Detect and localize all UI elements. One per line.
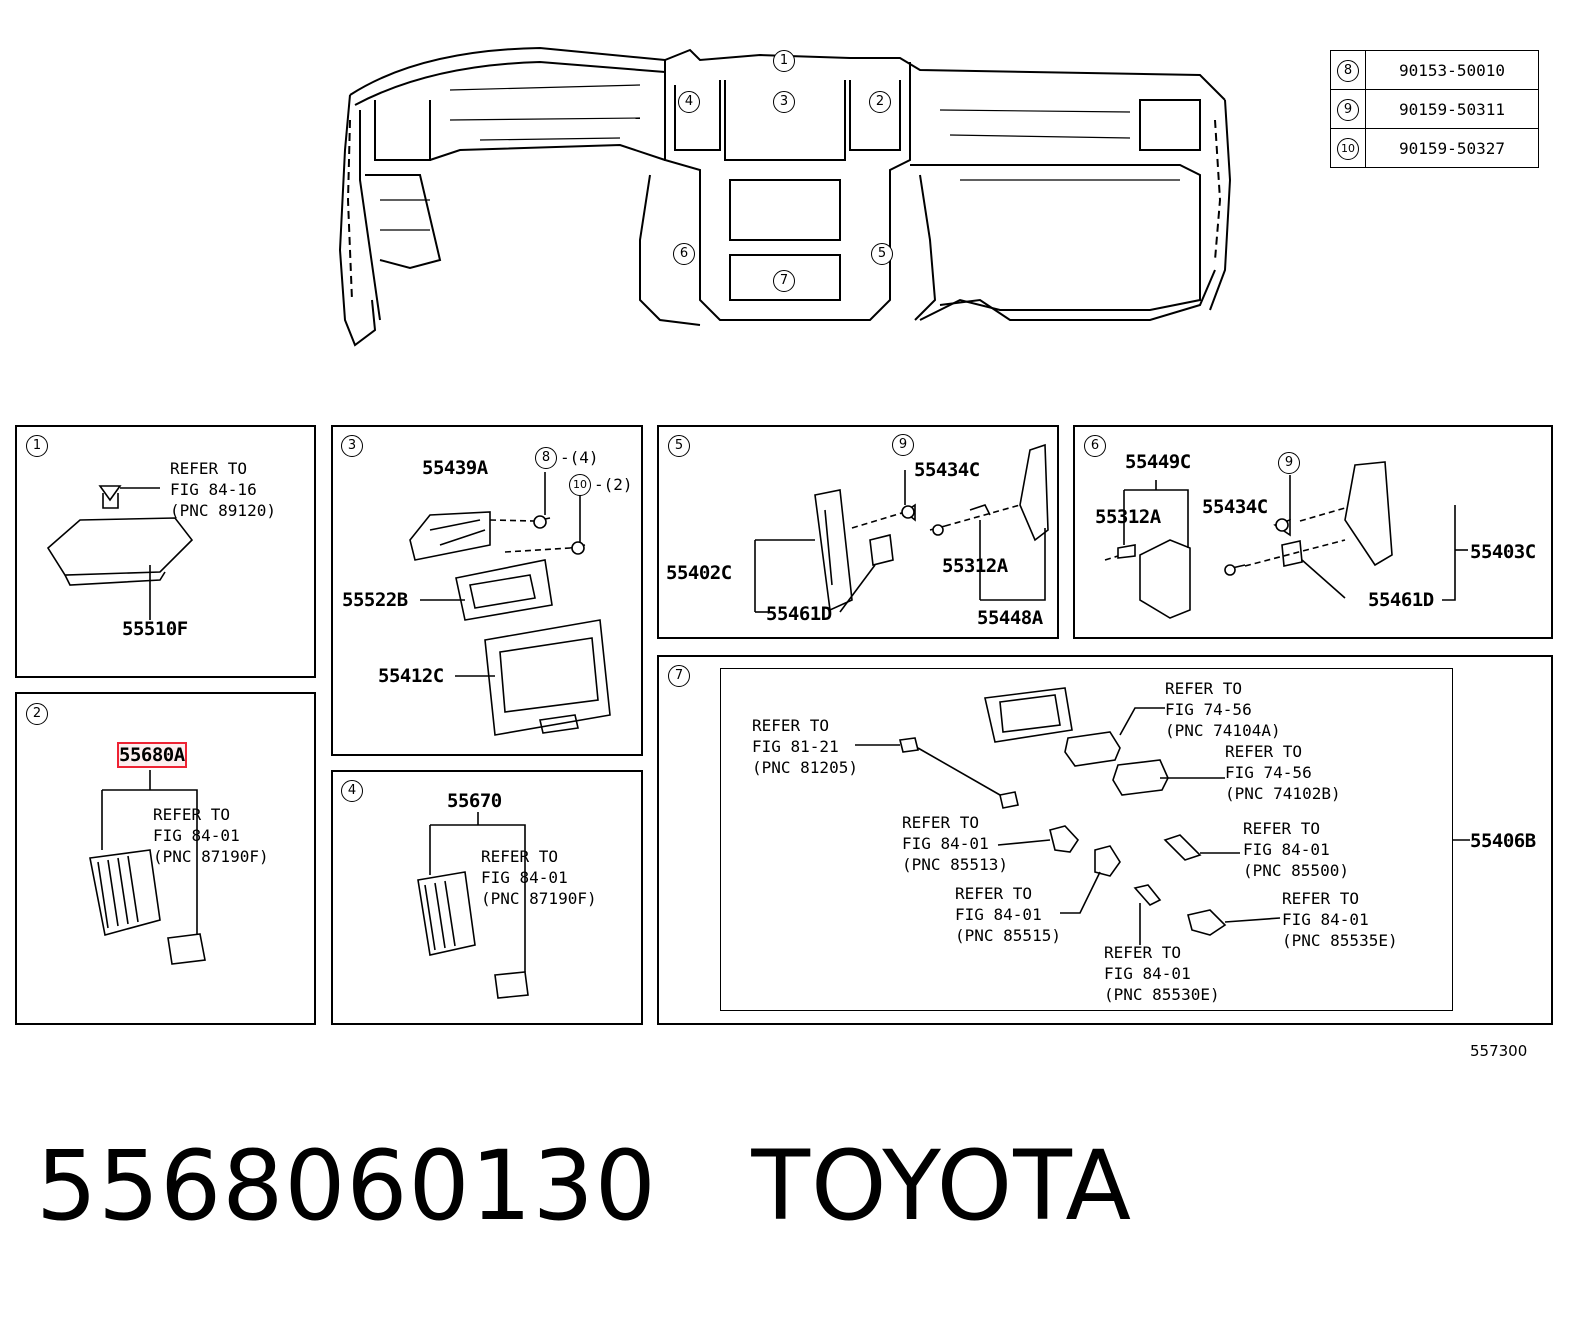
part-55461D[interactable]: 55461D	[766, 603, 832, 625]
reference-pnc-85515[interactable]: REFER TO FIG 84-01 (PNC 85515)	[955, 884, 1061, 945]
fastener-ref-10: 10	[1337, 137, 1359, 160]
panel-4-reference[interactable]: REFER TO FIG 84-01 (PNC 87190F)	[481, 847, 597, 908]
panel-7-inner-box	[720, 668, 1453, 1011]
panel-5-number: 5	[668, 435, 690, 457]
part-55522B[interactable]: 55522B	[342, 589, 408, 611]
part-55312A[interactable]: 55312A	[942, 555, 1008, 577]
panel-1-number: 1	[26, 435, 48, 457]
fastener-part: 90159-50311	[1365, 89, 1539, 129]
part-55439A[interactable]: 55439A	[422, 457, 488, 479]
overview-callout-4[interactable]: 4	[678, 91, 700, 113]
part-55449C[interactable]: 55449C	[1125, 451, 1191, 473]
footer-title: 5568060130 TOYOTA	[36, 1130, 1132, 1242]
part-55680A-highlighted[interactable]: 55680A	[117, 742, 187, 768]
reference-pnc-85535E[interactable]: REFER TO FIG 84-01 (PNC 85535E)	[1282, 889, 1398, 950]
panel-2	[15, 692, 316, 1025]
fastener-10-quantity: -(2)	[594, 475, 633, 494]
fastener-callout-8[interactable]: 8	[535, 447, 557, 469]
part-55412C[interactable]: 55412C	[378, 665, 444, 687]
part-55402C[interactable]: 55402C	[666, 562, 732, 584]
table-row[interactable]: 10 90159-50327	[1330, 128, 1539, 168]
overview-callout-3[interactable]: 3	[773, 91, 795, 113]
fastener-table: 8 90153-50010 9 90159-50311 10 90159-503…	[1330, 50, 1539, 168]
overview-callout-5[interactable]: 5	[871, 243, 893, 265]
panel-7-number: 7	[668, 665, 690, 687]
diagram-id: 557300	[1470, 1042, 1528, 1060]
fastener-ref-8: 8	[1337, 59, 1359, 82]
panel-7	[657, 655, 1553, 1025]
panel-6	[1073, 425, 1553, 639]
part-55448A[interactable]: 55448A	[977, 607, 1043, 629]
reference-pnc-74104A[interactable]: REFER TO FIG 74-56 (PNC 74104A)	[1165, 679, 1281, 740]
fastener-callout-10[interactable]: 10	[569, 474, 591, 496]
panel-4-number: 4	[341, 780, 363, 802]
panel-4	[331, 770, 643, 1025]
part-55434C[interactable]: 55434C	[1202, 496, 1268, 518]
footer-brand: TOYOTA	[751, 1130, 1133, 1242]
overview-callout-1[interactable]: 1	[773, 50, 795, 72]
reference-pnc-74102B[interactable]: REFER TO FIG 74-56 (PNC 74102B)	[1225, 742, 1341, 803]
reference-pnc-85513[interactable]: REFER TO FIG 84-01 (PNC 85513)	[902, 813, 1008, 874]
reference-pnc-85530E[interactable]: REFER TO FIG 84-01 (PNC 85530E)	[1104, 943, 1220, 1004]
part-55510F[interactable]: 55510F	[122, 618, 188, 640]
overview-callout-7[interactable]: 7	[773, 270, 795, 292]
overview-callout-6[interactable]: 6	[673, 243, 695, 265]
footer-part-number: 5568060130	[36, 1130, 657, 1242]
overview-callout-2[interactable]: 2	[869, 91, 891, 113]
panel-2-reference[interactable]: REFER TO FIG 84-01 (PNC 87190F)	[153, 805, 269, 866]
part-55312A[interactable]: 55312A	[1095, 506, 1161, 528]
fastener-part: 90159-50327	[1365, 128, 1539, 168]
part-55670[interactable]: 55670	[447, 790, 502, 812]
panel-3-number: 3	[341, 435, 363, 457]
fastener-part: 90153-50010	[1365, 50, 1539, 90]
panel-3	[331, 425, 643, 756]
panel-5	[657, 425, 1059, 639]
reference-pnc-81205[interactable]: REFER TO FIG 81-21 (PNC 81205)	[752, 716, 858, 777]
part-55461D[interactable]: 55461D	[1368, 589, 1434, 611]
part-55434C[interactable]: 55434C	[914, 459, 980, 481]
panel-2-number: 2	[26, 703, 48, 725]
part-55403C[interactable]: 55403C	[1470, 541, 1536, 563]
panel-1-reference[interactable]: REFER TO FIG 84-16 (PNC 89120)	[170, 459, 276, 520]
fastener-8-quantity: -(4)	[560, 448, 599, 467]
fastener-ref-9: 9	[1337, 98, 1359, 121]
panel-6-number: 6	[1084, 435, 1106, 457]
fastener-callout-9[interactable]: 9	[1278, 452, 1300, 474]
fastener-callout-9[interactable]: 9	[892, 434, 914, 456]
reference-pnc-85500[interactable]: REFER TO FIG 84-01 (PNC 85500)	[1243, 819, 1349, 880]
table-row[interactable]: 9 90159-50311	[1330, 89, 1539, 129]
table-row[interactable]: 8 90153-50010	[1330, 50, 1539, 90]
part-55406B[interactable]: 55406B	[1470, 830, 1536, 852]
panel-1	[15, 425, 316, 678]
